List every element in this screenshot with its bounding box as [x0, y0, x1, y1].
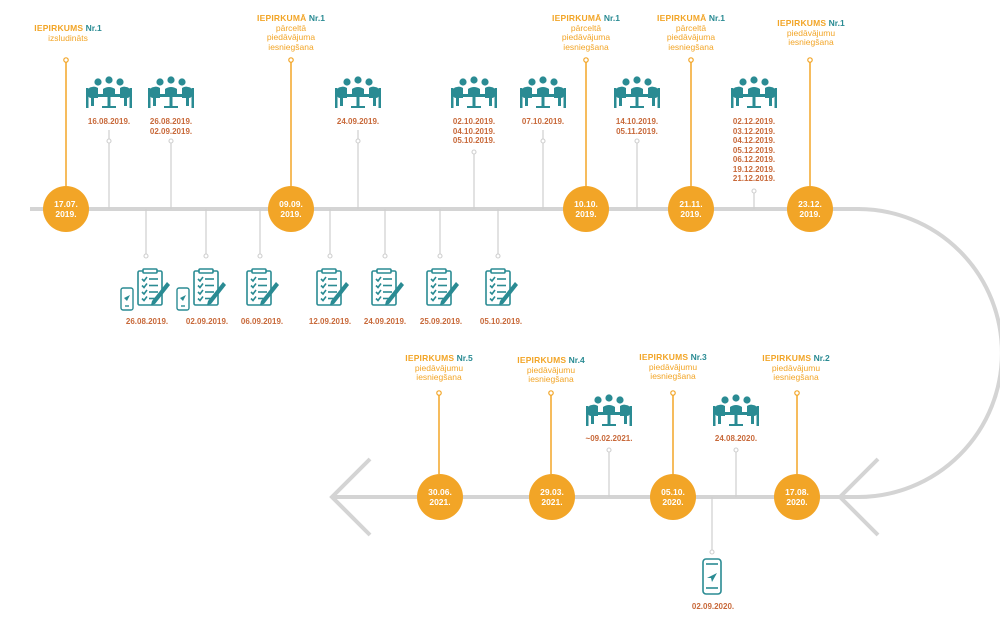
milestone-date-circle: 21.11. 2019. — [668, 186, 714, 232]
milestone-title: IEPIRKUMS Nr.2 piedāvājumu iesniegšana — [762, 353, 830, 382]
connector-dot — [257, 253, 263, 259]
connector-dot — [288, 57, 294, 63]
document-date: 05.10.2019. — [479, 317, 523, 326]
phone-date: 02.09.2020. — [691, 602, 735, 611]
meeting-dates: 16.08.2019. — [87, 117, 131, 126]
milestone-date-circle: 23.12. 2019. — [787, 186, 833, 232]
connector-dot — [540, 138, 546, 144]
connector-dot — [106, 138, 112, 144]
meeting-dates: 14.10.2019. 05.11.2019. — [615, 117, 659, 136]
document-date: 25.09.2019. — [419, 317, 463, 326]
meeting-dates: ~09.02.2021. — [585, 434, 633, 443]
connector-dot — [709, 549, 715, 555]
milestone-date-circle: 10.10. 2019. — [563, 186, 609, 232]
meeting-icon — [713, 394, 759, 426]
connector-dot — [733, 447, 739, 453]
connector-dot — [382, 253, 388, 259]
meeting-dates: 24.09.2019. — [336, 117, 380, 126]
connector-dot — [471, 149, 477, 155]
milestone-date-circle: 05.10. 2020. — [650, 474, 696, 520]
milestone-title: IEPIRKUMS Nr.4 piedāvājumu iesniegšana — [517, 355, 585, 384]
milestone-title: IEPIRKUMS Nr.1 piedāvājumu iesniegšana — [777, 18, 845, 47]
document-date: 24.09.2019. — [363, 317, 407, 326]
meeting-icon — [586, 394, 632, 426]
milestone-date-circle: 17.08. 2020. — [774, 474, 820, 520]
meeting-icon — [86, 76, 132, 108]
milestone-title: IEPIRKUMS Nr.1 izsludināts — [34, 23, 102, 43]
milestone-title: IEPIRKUMĀ Nr.1 pārceltā piedāvājuma iesn… — [257, 13, 325, 52]
connector-dot — [548, 390, 554, 396]
connector-dot — [168, 138, 174, 144]
meeting-dates: 02.12.2019. 03.12.2019. 04.12.2019. 05.1… — [732, 117, 776, 183]
document-date: 02.09.2019. — [185, 317, 229, 326]
document-date: 12.09.2019. — [308, 317, 352, 326]
meeting-dates: 02.10.2019. 04.10.2019. 05.10.2019. — [452, 117, 496, 145]
connector-dot — [203, 253, 209, 259]
document-date: 06.09.2019. — [240, 317, 284, 326]
milestone-date-circle: 17.07. 2019. — [43, 186, 89, 232]
arrow-head-left — [329, 457, 372, 537]
milestone-date-circle: 29.03. 2021. — [529, 474, 575, 520]
connector-dot — [751, 188, 757, 194]
arrow-head-right — [837, 457, 880, 537]
meeting-dates: 26.08.2019. 02.09.2019. — [149, 117, 193, 136]
meeting-icon — [520, 76, 566, 108]
phone-icon — [702, 558, 722, 595]
connector-dot — [606, 447, 612, 453]
meeting-icon — [148, 76, 194, 108]
connector-dot — [670, 390, 676, 396]
milestone-title: IEPIRKUMĀ Nr.1 pārceltā piedāvājuma iesn… — [552, 13, 620, 52]
meeting-dates: 24.08.2020. — [714, 434, 758, 443]
milestone-title: IEPIRKUMS Nr.3 piedāvājumu iesniegšana — [639, 352, 707, 381]
milestone-date-circle: 30.06. 2021. — [417, 474, 463, 520]
connector-dot — [634, 138, 640, 144]
connector-dot — [355, 138, 361, 144]
turn-curve — [857, 207, 1000, 499]
connector-dot — [437, 253, 443, 259]
document-icon — [371, 268, 404, 306]
meeting-dates: 07.10.2019. — [521, 117, 565, 126]
meeting-icon — [335, 76, 381, 108]
document-date: 26.08.2019. — [125, 317, 169, 326]
connector-dot — [688, 57, 694, 63]
document-phone-icon — [176, 268, 226, 311]
connector-dot — [143, 253, 149, 259]
document-icon — [485, 268, 518, 306]
connector-dot — [583, 57, 589, 63]
meeting-icon — [614, 76, 660, 108]
connector-dot — [794, 390, 800, 396]
connector-dot — [436, 390, 442, 396]
connector-dot — [807, 57, 813, 63]
document-icon — [246, 268, 279, 306]
milestone-title: IEPIRKUMĀ Nr.1 pārceltā piedāvājuma iesn… — [657, 13, 725, 52]
milestone-date-circle: 09.09. 2019. — [268, 186, 314, 232]
connector-dot — [327, 253, 333, 259]
document-phone-icon — [120, 268, 170, 311]
connector-dot — [495, 253, 501, 259]
document-icon — [316, 268, 349, 306]
meeting-icon — [451, 76, 497, 108]
meeting-icon — [731, 76, 777, 108]
connector-dot — [63, 57, 69, 63]
document-icon — [426, 268, 459, 306]
milestone-title: IEPIRKUMS Nr.5 piedāvājumu iesniegšana — [405, 353, 473, 382]
